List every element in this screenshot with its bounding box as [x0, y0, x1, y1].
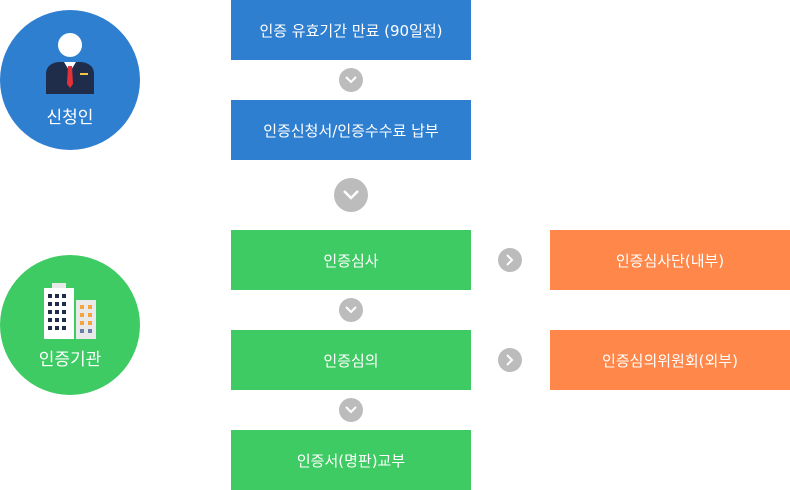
institution-label: 인증기관 — [38, 350, 102, 370]
step-expiry-notice: 인증 유효기간 만료 (90일전) — [231, 0, 471, 60]
chevron-down-icon — [334, 178, 368, 212]
step-certificate-issuance: 인증서(명판)교부 — [231, 430, 471, 490]
side-audit-team: 인증심사단(내부) — [550, 230, 790, 290]
chevron-down-icon — [339, 398, 363, 422]
chevron-right-icon — [498, 348, 522, 372]
institution-circle: 인증기관 — [0, 255, 140, 395]
person-tie-icon — [46, 33, 94, 94]
chevron-down-icon — [339, 68, 363, 92]
applicant-label: 신청인 — [46, 108, 94, 128]
chevron-down-icon — [339, 298, 363, 322]
step-certification-audit: 인증심사 — [231, 230, 471, 290]
buildings-icon — [44, 283, 96, 339]
step-certification-review: 인증심의 — [231, 330, 471, 390]
step-application-fee: 인증신청서/인증수수료 납부 — [231, 100, 471, 160]
side-review-committee: 인증심의위원회(외부) — [550, 330, 790, 390]
applicant-circle: 신청인 — [0, 10, 140, 150]
chevron-right-icon — [498, 248, 522, 272]
